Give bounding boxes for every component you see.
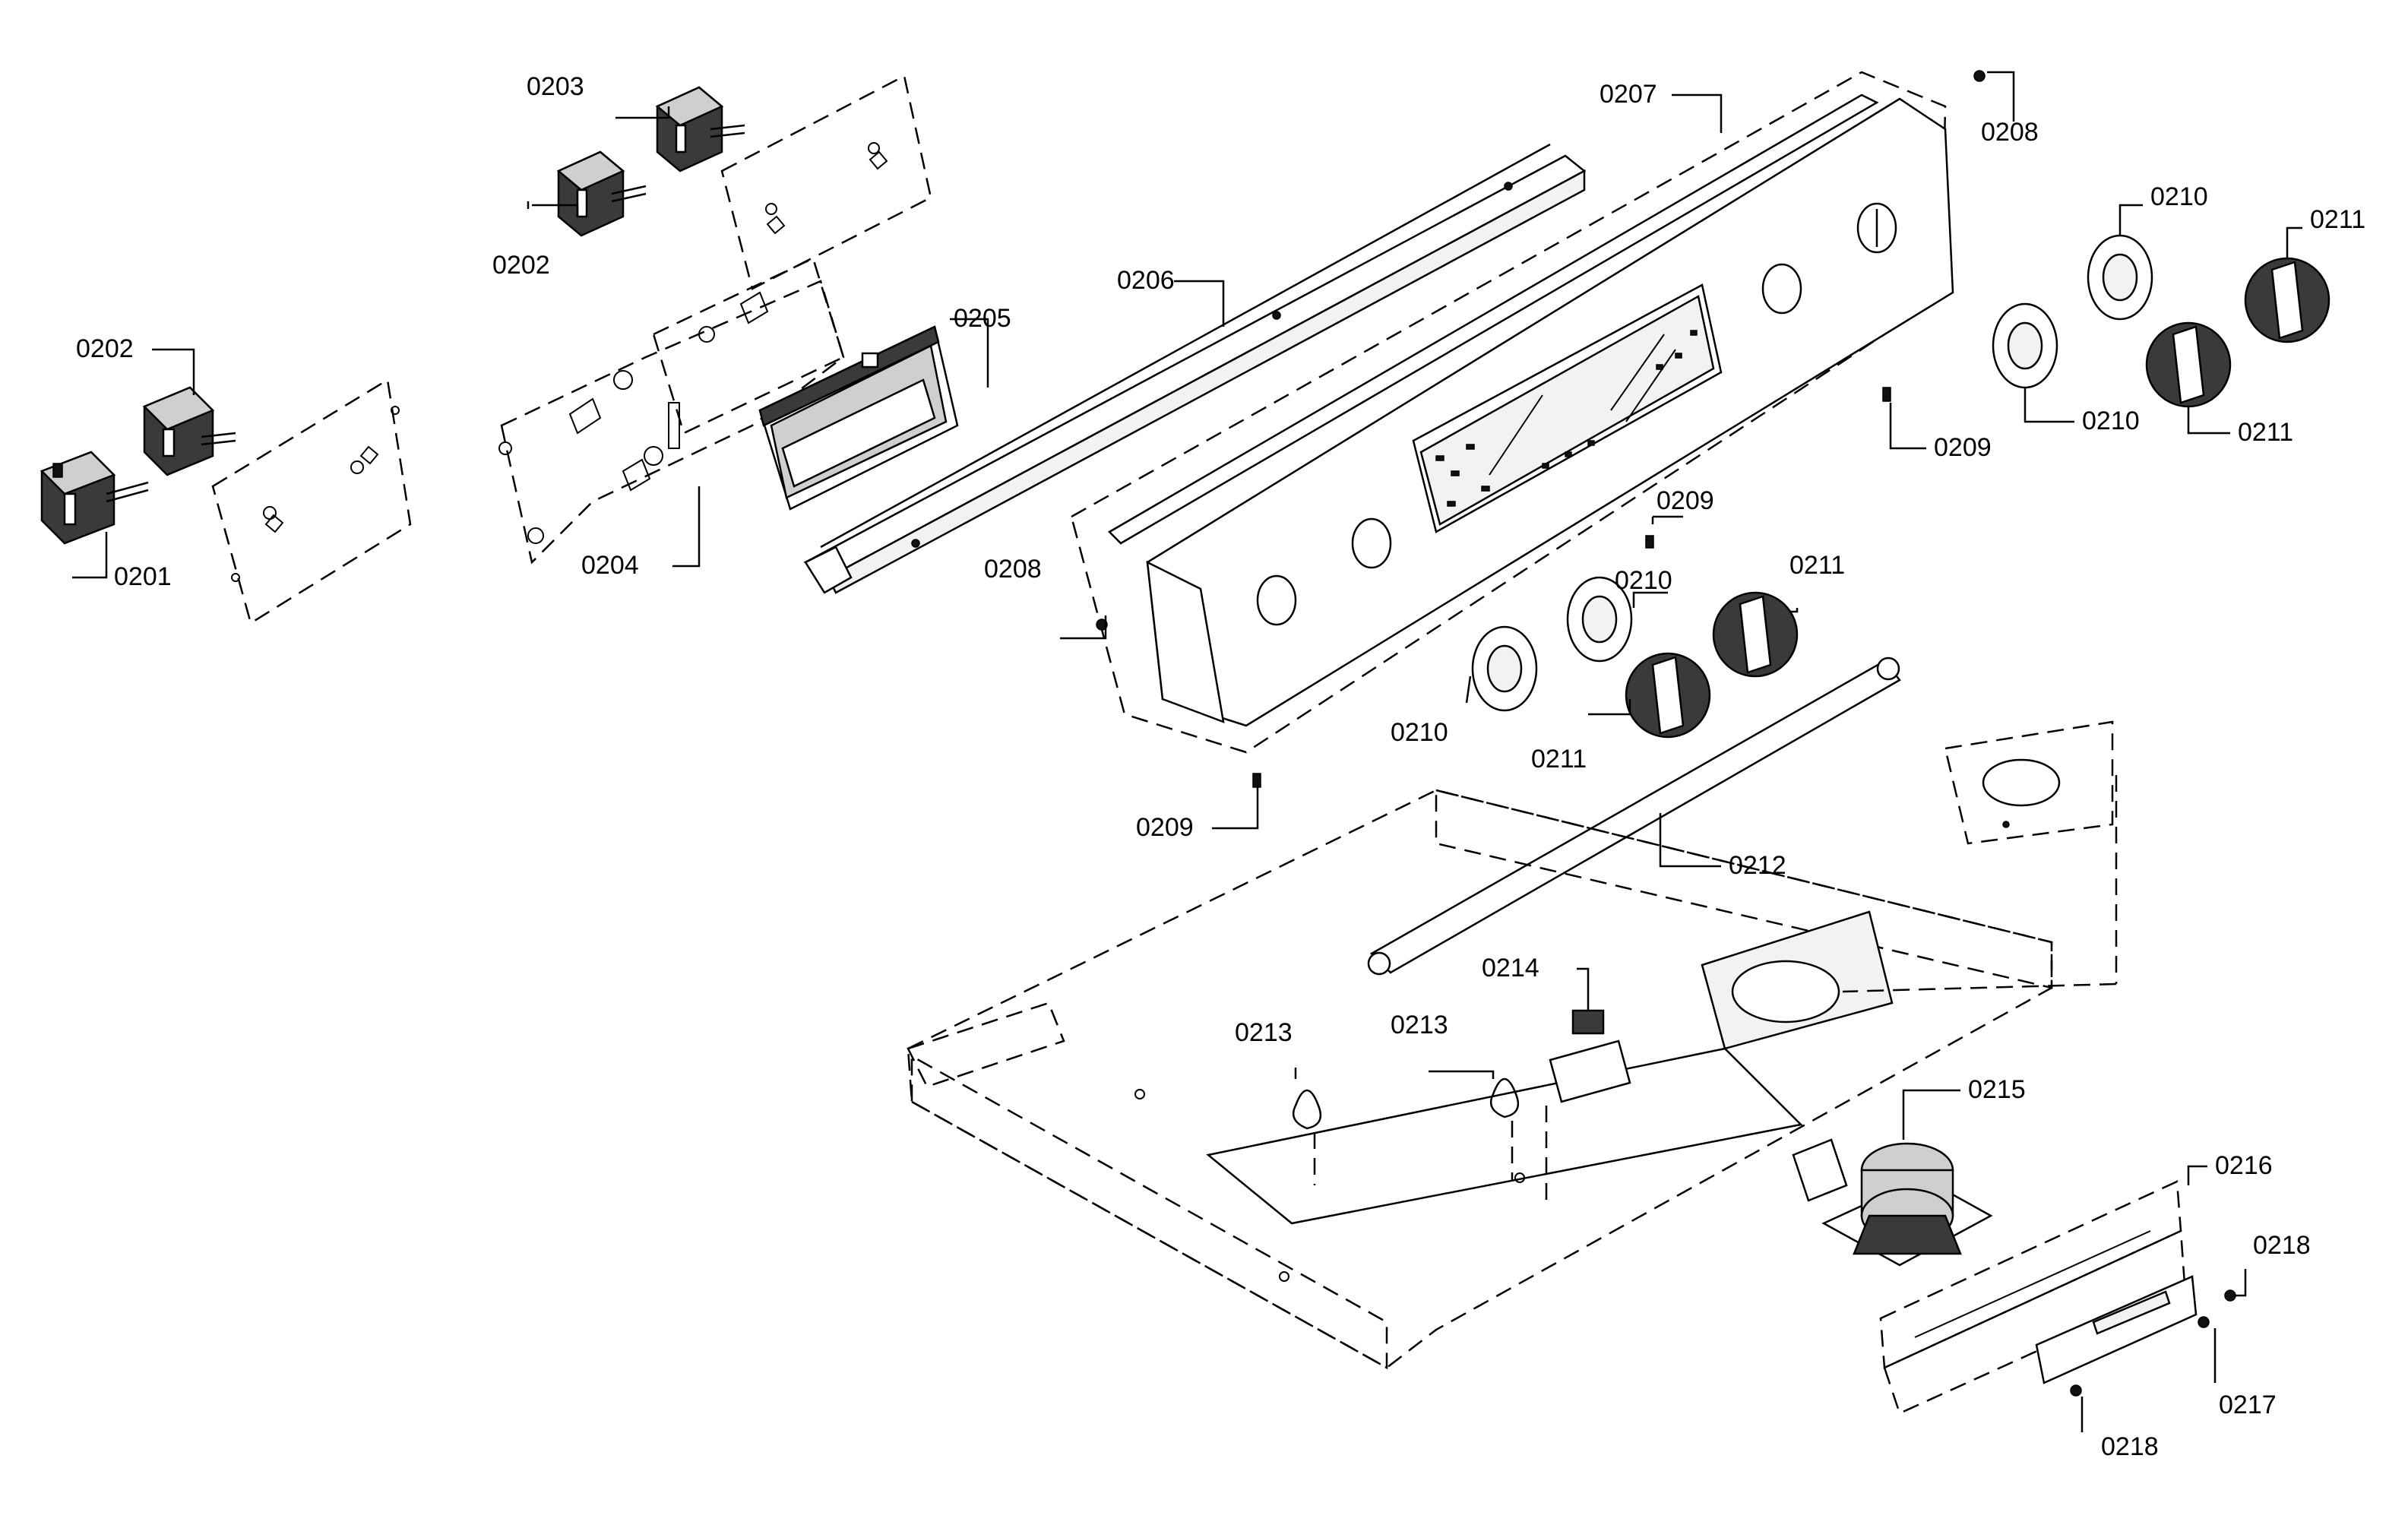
leader-lines — [72, 71, 2302, 1432]
control-knob-0211-left — [1625, 652, 1711, 739]
bracket-0217 — [2035, 1275, 2198, 1384]
infinite-switch-0202-upper — [556, 150, 647, 237]
callout-0213-left: 0213 — [1235, 1018, 1293, 1047]
support-bar-0212 — [1367, 657, 1901, 976]
clip-0213-right — [1489, 1077, 1520, 1182]
screw-0218-upper — [2224, 1289, 2236, 1302]
callout-labels: 0201 0202 0202 0203 0204 0205 0206 0207 … — [76, 72, 2365, 1461]
callout-0211-mid-right: 0211 — [2238, 418, 2293, 447]
callout-0209-middle: 0209 — [1656, 486, 1714, 515]
infinite-switch-0201 — [40, 451, 149, 545]
bracket-plate-left — [211, 378, 412, 625]
knob-bezel-0210-center — [1566, 576, 1633, 663]
callout-0204: 0204 — [581, 551, 639, 580]
callout-0215: 0215 — [1968, 1075, 2026, 1104]
callout-0212: 0212 — [1729, 851, 1786, 880]
infinite-switch-0203 — [655, 86, 745, 172]
callout-0207: 0207 — [1600, 80, 1657, 109]
knob-bezel-0210-left — [1471, 625, 1538, 712]
bracket-0216 — [1879, 1180, 2186, 1415]
callout-0211-center: 0211 — [1789, 551, 1845, 580]
control-knob-0211-top-right — [2244, 257, 2330, 343]
screw-0209-middle — [1645, 535, 1654, 549]
trim-channel-0206 — [803, 143, 1587, 594]
callout-0210-left: 0210 — [1391, 718, 1448, 747]
screw-0208-right — [1973, 70, 1986, 82]
screw-0217 — [2198, 1316, 2210, 1328]
knob-bezel-0210-top-right — [2087, 234, 2153, 321]
clip-0213-left — [1292, 1089, 1322, 1185]
screw-0208-left — [1096, 619, 1108, 631]
control-panel-0207 — [1070, 71, 1954, 754]
vent-cover-plate — [1842, 720, 2118, 993]
callout-0209-right: 0209 — [1934, 433, 1992, 462]
callout-0216: 0216 — [2215, 1151, 2273, 1180]
callout-0218-upper: 0218 — [2253, 1231, 2311, 1260]
callout-0202-upper: 0202 — [492, 251, 550, 280]
knob-bezel-0210-mid-right — [1992, 302, 2058, 389]
callout-0211-top-right: 0211 — [2310, 205, 2365, 234]
base-pan — [907, 789, 2053, 1370]
screw-0209-right — [1882, 387, 1891, 402]
control-knob-0211-center — [1712, 591, 1799, 678]
control-bracket-0204 — [498, 257, 845, 565]
callout-0203: 0203 — [527, 72, 584, 101]
display-module-0205 — [758, 325, 959, 511]
callout-0210-center: 0210 — [1615, 566, 1672, 595]
callout-0218-lower: 0218 — [2101, 1432, 2159, 1461]
callout-0214: 0214 — [1482, 954, 1539, 982]
control-knob-0211-mid-right — [2145, 321, 2232, 408]
callout-0217: 0217 — [2219, 1391, 2277, 1419]
screw-0218-lower — [2070, 1384, 2082, 1397]
callout-0210-top-right: 0210 — [2150, 182, 2208, 211]
callout-0205: 0205 — [954, 304, 1011, 333]
screw-0209-lower — [1252, 773, 1261, 788]
callout-0211-left: 0211 — [1531, 745, 1587, 774]
callout-0206: 0206 — [1117, 266, 1175, 295]
infinite-switch-0202-left — [142, 386, 236, 476]
motor-0215 — [1792, 1138, 1993, 1267]
callout-0210-mid-right: 0210 — [2082, 407, 2140, 435]
bracket-plate-upper — [720, 74, 932, 290]
callout-0213-right: 0213 — [1391, 1011, 1448, 1039]
callout-0209-lower: 0209 — [1136, 813, 1194, 842]
callout-0208-left: 0208 — [984, 555, 1042, 584]
callout-0201: 0201 — [114, 562, 172, 591]
callout-0208-right: 0208 — [1981, 118, 2039, 147]
callout-0202-left: 0202 — [76, 334, 134, 363]
